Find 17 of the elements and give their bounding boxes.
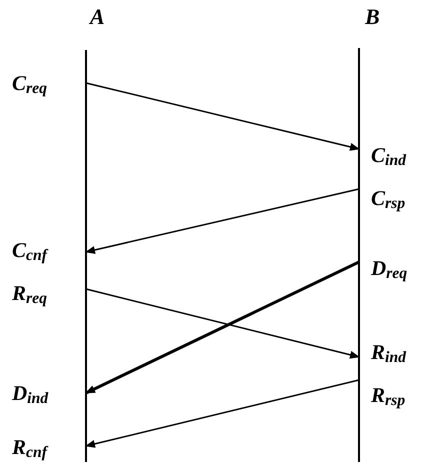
arrow — [85, 379, 360, 448]
event-label: C$_{cnf}$ — [0, 233, 86, 267]
event-label: R$_{rsp}$ — [359, 378, 428, 412]
event-label: R$_{ind}$ — [359, 335, 428, 369]
arrow — [86, 288, 360, 359]
arrow — [85, 188, 360, 254]
event-label: R$_{req}$ — [0, 276, 86, 310]
event-label: C$_{ind}$ — [359, 138, 428, 172]
event-label: D$_{req}$ — [359, 251, 428, 285]
participant-label: A — [90, 6, 105, 28]
event-label: C$_{rsp}$ — [359, 181, 428, 215]
event-label: C$_{req}$ — [0, 66, 86, 100]
event-label: D$_{ind}$ — [0, 376, 86, 410]
event-label: R$_{cnf}$ — [0, 430, 86, 464]
arrow — [85, 260, 360, 394]
participant-label: B — [365, 6, 380, 28]
arrow — [86, 82, 360, 151]
